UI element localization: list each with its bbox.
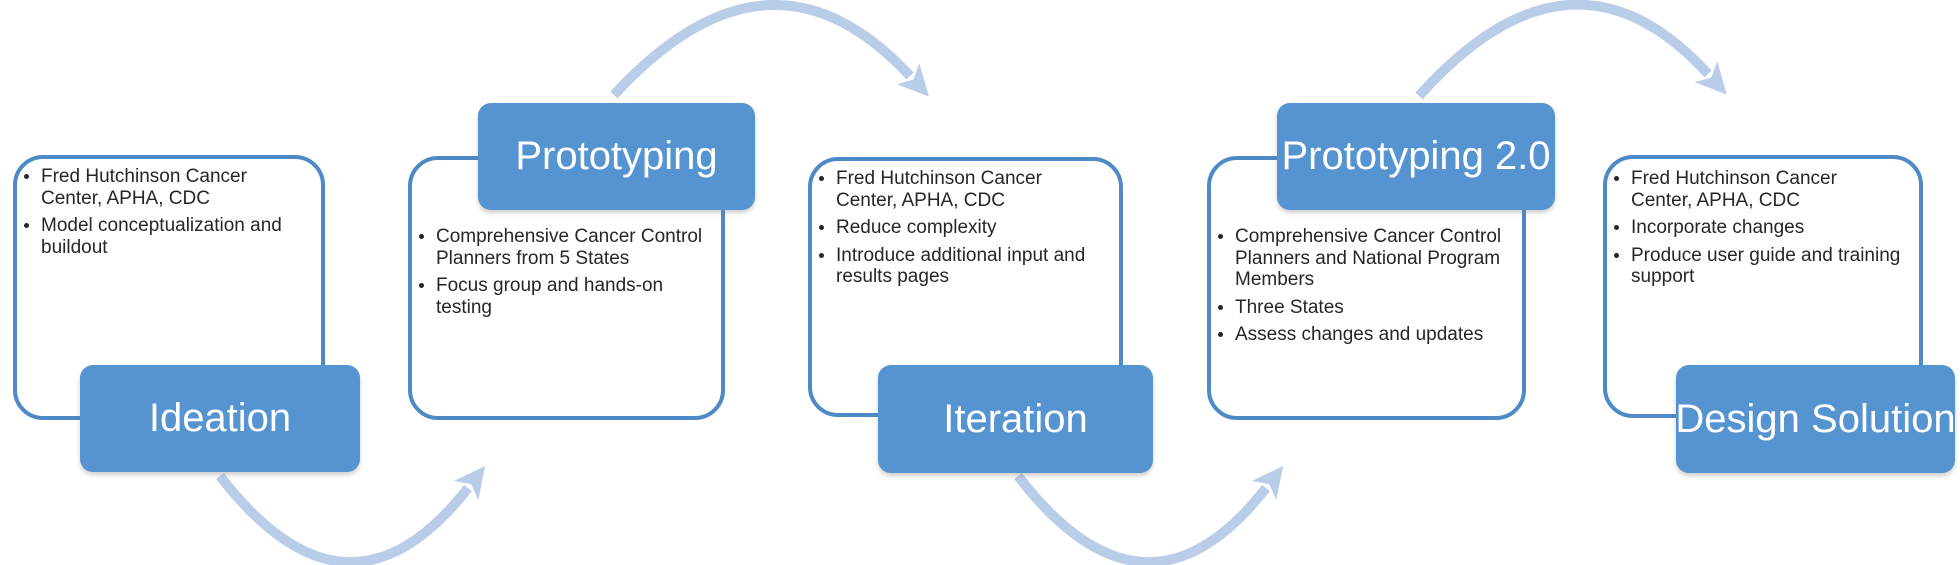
stage-design-solution-bullets: Fred Hutchinson Cancer Center, APHA, CDC… (1607, 168, 1902, 294)
curved-arrow-ideation-to-prototyping-icon (216, 466, 486, 565)
bullet-item: Fred Hutchinson Cancer Center, APHA, CDC (41, 166, 283, 209)
stage-prototyping-2-label: Prototyping 2.0 (1277, 103, 1555, 210)
curved-arrow-prototyping2-to-design-icon (1415, 0, 1727, 100)
bullet-item: Comprehensive Cancer Control Planners an… (1235, 226, 1508, 291)
bullet-item: Incorporate changes (1631, 217, 1902, 239)
stage-iteration-bullets: Fred Hutchinson Cancer Center, APHA, CDC… (812, 168, 1105, 294)
bullet-item: Focus group and hands-on testing (436, 275, 707, 318)
bullet-item: Three States (1235, 297, 1508, 319)
bullet-item: Introduce additional input and results p… (836, 245, 1105, 288)
stage-ideation-bullets: Fred Hutchinson Cancer Center, APHA, CDC… (17, 166, 283, 264)
bullet-item: Assess changes and updates (1235, 324, 1508, 346)
bullet-item: Produce user guide and training support (1631, 245, 1902, 288)
stage-design-solution-label: Design Solution (1675, 365, 1956, 473)
bullet-item: Reduce complexity (836, 217, 1105, 239)
bullet-item: Fred Hutchinson Cancer Center, APHA, CDC (1631, 168, 1881, 211)
stage-prototyping-bullets: Comprehensive Cancer Control Planners fr… (412, 226, 707, 324)
bullet-item: Model conceptualization and buildout (41, 215, 283, 258)
bullet-item: Fred Hutchinson Cancer Center, APHA, CDC (836, 168, 1086, 211)
stage-prototyping-2-bullets: Comprehensive Cancer Control Planners an… (1211, 226, 1508, 352)
curved-arrow-iteration-to-prototyping2-icon (1014, 466, 1284, 565)
stage-iteration-label: Iteration (878, 365, 1153, 473)
stage-prototyping-label: Prototyping (478, 103, 755, 210)
bullet-item: Comprehensive Cancer Control Planners fr… (436, 226, 707, 269)
curved-arrow-prototyping-to-iteration-icon (610, 0, 929, 99)
stage-ideation-label: Ideation (80, 365, 360, 472)
